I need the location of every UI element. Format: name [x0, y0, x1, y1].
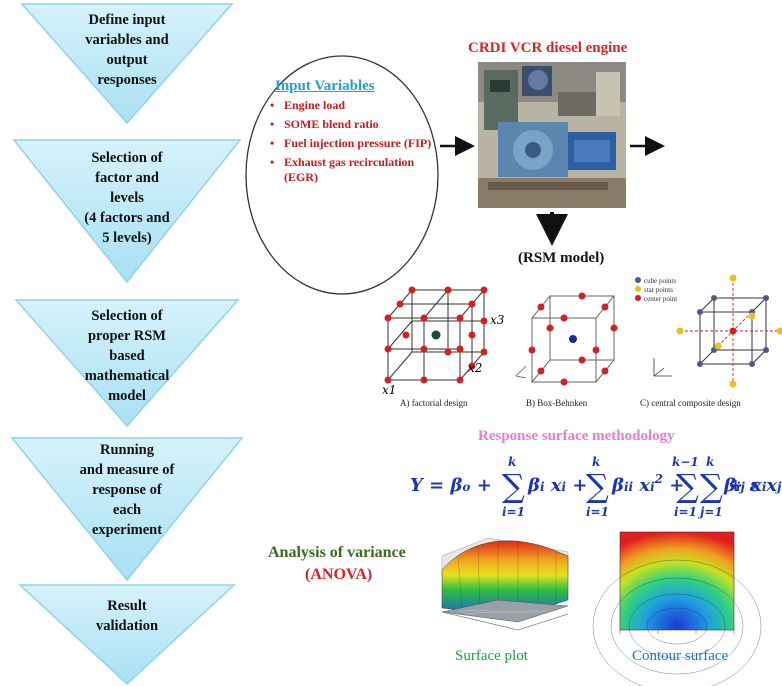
flow-step-2-text: Selection of factor and levels (4 factor… — [47, 148, 207, 248]
input-variable-item: SOME blend ratio — [270, 117, 436, 132]
surface-plot-caption: Surface plot — [455, 648, 528, 664]
factorial-design-caption: A) factorial design — [400, 398, 468, 408]
contour-plot-caption: Contour surface — [632, 648, 729, 664]
flow-step-4-line: and measure of — [79, 462, 175, 478]
input-variables-title: Input Variables — [275, 78, 375, 94]
ccd-caption: C) central composite design — [640, 398, 741, 408]
flow-step-3-line: proper RSM — [87, 328, 166, 344]
flow-step-5-line: Result — [107, 598, 147, 614]
ccd-legend-cube: cube points — [644, 277, 676, 285]
rsm-model-label: (RSM model) — [518, 250, 605, 266]
surface-plot — [428, 530, 578, 648]
factorial-axis-x2: x2 — [468, 361, 482, 375]
contour-plot — [592, 522, 762, 686]
central-composite-diagram: cube points star points center point — [635, 274, 782, 388]
funnel-step-5 — [18, 584, 236, 686]
ccd-legend-center: center point — [644, 295, 677, 303]
flow-step-4-line: experiment — [91, 522, 163, 538]
factorial-axis-x3: x3 — [490, 313, 505, 327]
rsm-equation: Y = βo + ∑ k i=1 βi xi + ∑ k i=1 βii xi2… — [410, 455, 782, 519]
flow-step-5-line: validation — [95, 618, 159, 634]
flow-step-2-line: factor and — [95, 170, 159, 186]
input-variable-item: Engine load — [270, 98, 436, 113]
engine-photo — [478, 62, 626, 208]
funnel-step-1 — [20, 3, 234, 125]
flow-step-1-line: variables and — [85, 32, 169, 48]
flow-step-1-line: responses — [97, 72, 157, 88]
anova-title: Analysis of variance — [268, 544, 406, 561]
flow-step-5-text: Result validation — [47, 596, 207, 636]
box-behnken-diagram — [515, 292, 618, 386]
flow-step-3-line: model — [108, 388, 146, 404]
flow-funnels — [10, 3, 244, 686]
funnel-step-4 — [10, 437, 244, 582]
anova-abbrev: (ANOVA) — [305, 566, 373, 583]
flow-step-4-line: response of — [92, 482, 162, 498]
flow-step-3-line: based — [109, 348, 145, 364]
flow-arrows — [440, 136, 665, 246]
flow-step-3-line: mathematical — [84, 368, 170, 384]
flow-step-1-text: Define input variables and output respon… — [47, 10, 207, 90]
flow-step-1-line: Define input — [88, 12, 166, 28]
flow-step-2-line: (4 factors and — [84, 210, 170, 226]
rsm-equation-heading: Response surface methodology — [478, 428, 675, 444]
engine-title: CRDI VCR diesel engine — [468, 40, 628, 56]
ccd-legend-star: star points — [644, 286, 673, 294]
flow-step-3-text: Selection of proper RSM based mathematic… — [47, 306, 207, 406]
input-variable-item: Exhaust gas recirculation (EGR) — [270, 155, 436, 185]
flow-step-4-line: each — [112, 502, 142, 518]
flow-step-2-line: levels — [110, 190, 144, 206]
funnel-step-3 — [14, 299, 240, 428]
funnel-step-2 — [12, 139, 242, 284]
factorial-design-diagram: x3 x2 x1 — [382, 286, 505, 397]
box-behnken-caption: B) Box-Behnken — [526, 398, 588, 408]
flow-step-2-line: 5 levels) — [102, 230, 152, 246]
flow-step-4-text: Running and measure of response of each … — [47, 440, 207, 540]
flow-step-1-line: output — [106, 52, 148, 68]
flow-step-4-line: Running — [99, 442, 154, 458]
flow-step-2-line: Selection of — [91, 150, 163, 166]
flow-step-3-line: Selection of — [91, 308, 163, 324]
input-variables-list: Engine load SOME blend ratio Fuel inject… — [262, 98, 436, 189]
input-variable-item: Fuel injection pressure (FIP) — [270, 136, 436, 151]
factorial-axis-x1: x1 — [382, 383, 396, 397]
